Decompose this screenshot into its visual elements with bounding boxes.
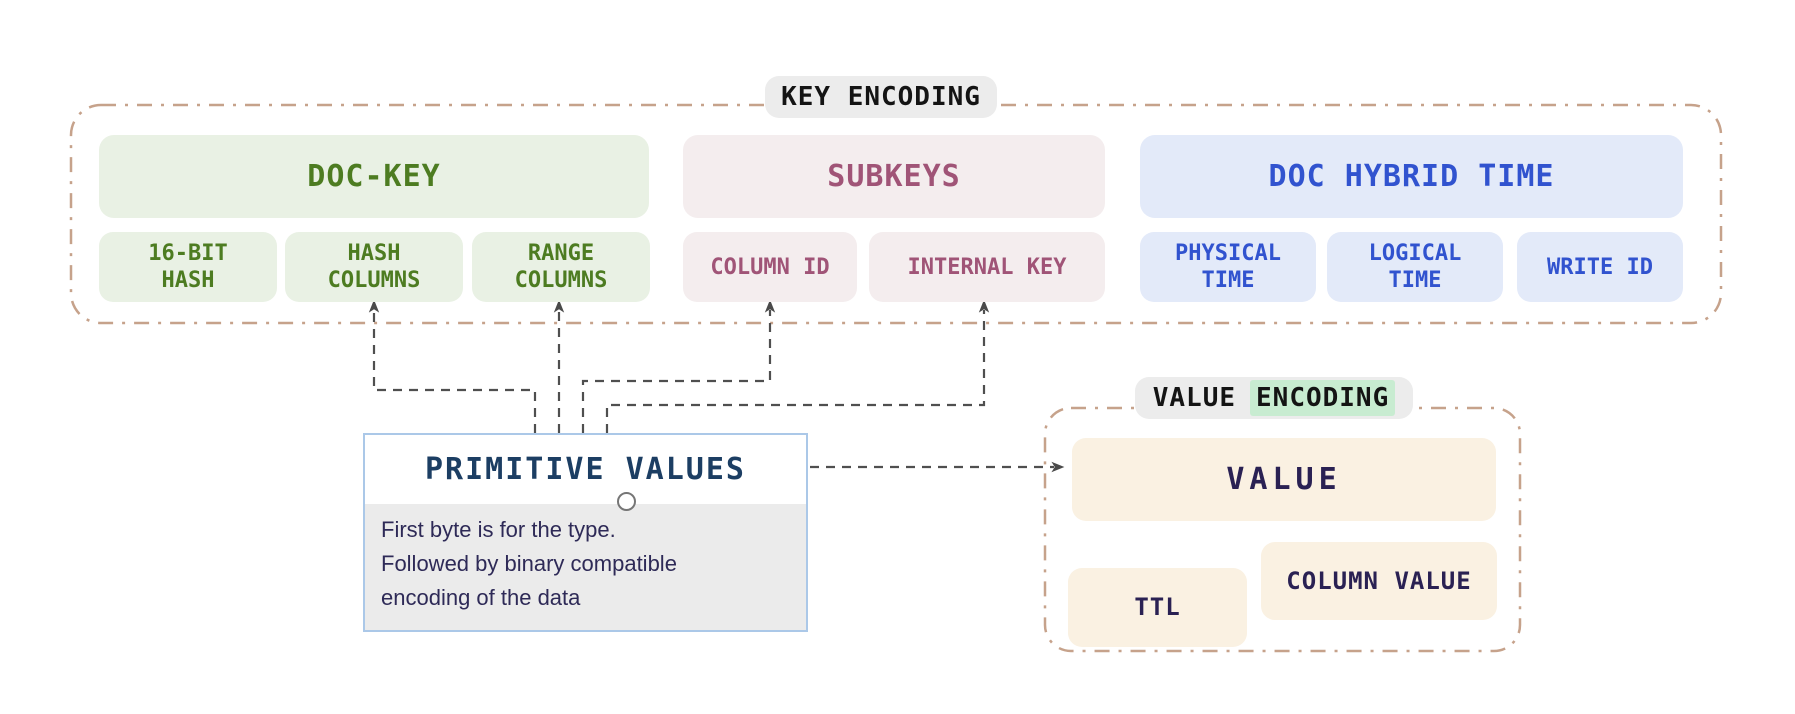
- value-encoding-label-highlight: ENCODING: [1250, 380, 1396, 416]
- node-column-id: COLUMN ID: [683, 232, 857, 302]
- node-16-bit-hash: 16-BIT HASH: [99, 232, 277, 302]
- doc-key-header: DOC-KEY: [99, 135, 649, 218]
- value-encoding-label-prefix: VALUE: [1152, 383, 1237, 413]
- node-write-id: WRITE ID: [1517, 232, 1683, 302]
- connector-handle-dot: [617, 492, 636, 511]
- doc-hybrid-time-title: DOC HYBRID TIME: [1268, 159, 1555, 194]
- node-value: VALUE: [1072, 438, 1496, 521]
- subkeys-title: SUBKEYS: [827, 159, 961, 194]
- value-encoding-container-border: [1043, 406, 1522, 653]
- connector-to-internal-key: [605, 299, 990, 433]
- node-ttl: TTL: [1068, 568, 1247, 647]
- value-encoding-label: VALUE ENCODING: [1135, 377, 1413, 419]
- node-logical-time: LOGICAL TIME: [1327, 232, 1503, 302]
- node-range-columns: RANGE COLUMNS: [472, 232, 650, 302]
- doc-key-title: DOC-KEY: [307, 159, 441, 194]
- doc-hybrid-time-header: DOC HYBRID TIME: [1140, 135, 1683, 218]
- node-physical-time: PHYSICAL TIME: [1140, 232, 1316, 302]
- connector-to-hash-columns: [368, 299, 537, 433]
- node-hash-columns: HASH COLUMNS: [285, 232, 463, 302]
- connector-to-column-id: [581, 299, 776, 433]
- subkeys-header: SUBKEYS: [683, 135, 1105, 218]
- key-encoding-label: KEY ENCODING: [765, 76, 997, 118]
- primitive-values-node: PRIMITIVE VALUES First byte is for the t…: [363, 433, 808, 632]
- node-internal-key: INTERNAL KEY: [869, 232, 1105, 302]
- primitive-values-description: First byte is for the type. Followed by …: [365, 504, 806, 630]
- key-encoding-label-text: KEY ENCODING: [781, 82, 981, 112]
- node-column-value: COLUMN VALUE: [1261, 542, 1497, 620]
- primitive-values-title: PRIMITIVE VALUES: [365, 435, 806, 504]
